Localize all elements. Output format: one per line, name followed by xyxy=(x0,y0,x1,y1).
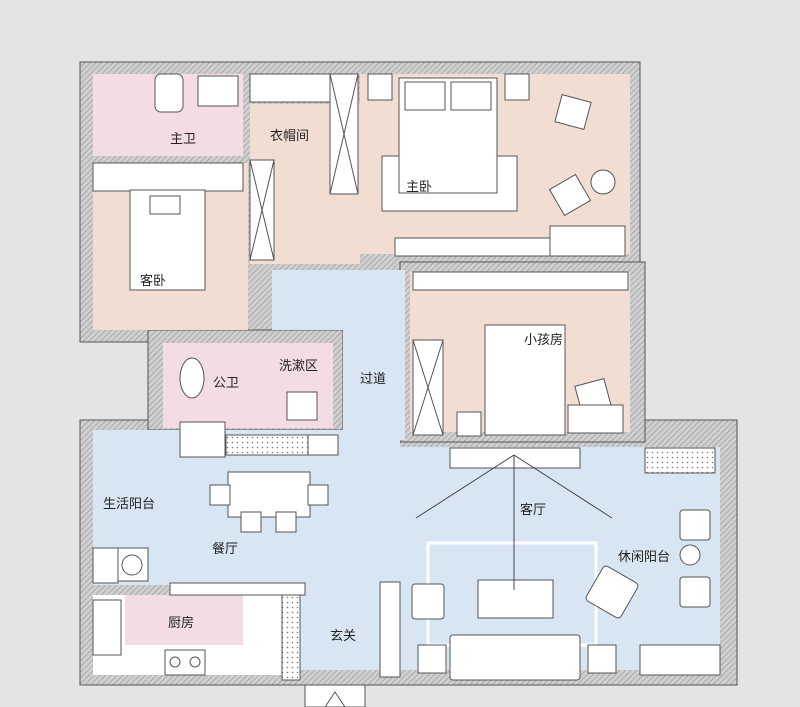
side-table-icon xyxy=(590,169,616,195)
furniture xyxy=(92,73,721,681)
room-label-wash-area: 洗漱区 xyxy=(279,359,319,374)
room-label-guest-bedroom: 客卧 xyxy=(140,274,167,289)
hallway-floor xyxy=(272,270,405,440)
bathtub-icon xyxy=(179,357,205,399)
chair-icon xyxy=(240,511,262,533)
room-label-kitchen: 厨房 xyxy=(168,616,195,631)
room-label-kids-room: 小孩房 xyxy=(524,333,564,348)
tv-sightlines xyxy=(415,454,613,590)
sink-icon xyxy=(197,75,239,107)
side-table-icon xyxy=(417,644,447,674)
room-label-public-bath: 公卫 xyxy=(213,376,240,391)
room-label-living-room: 客厅 xyxy=(520,503,547,518)
side-table-icon xyxy=(587,644,617,674)
nightstand-icon xyxy=(367,73,393,101)
coffee-table-icon xyxy=(477,579,554,619)
nightstand-icon xyxy=(504,73,530,101)
nightstand-icon xyxy=(456,411,482,437)
entrance-door xyxy=(304,684,366,707)
sofa-icon xyxy=(449,634,581,681)
room-label-master-bath: 主卫 xyxy=(170,132,197,147)
chair-icon xyxy=(307,484,329,506)
room-label-dining-room: 餐厅 xyxy=(212,542,239,557)
room-label-utility-balcony: 生活阳台 xyxy=(103,497,156,512)
side-table-icon xyxy=(679,544,701,566)
sink-icon xyxy=(92,599,122,656)
washing-machine-icon xyxy=(179,421,226,458)
armchair-icon xyxy=(554,93,592,131)
sink-icon xyxy=(286,391,318,421)
dining-table-icon xyxy=(227,471,311,518)
room-label-master-bedroom: 主卧 xyxy=(406,180,433,195)
chair-icon xyxy=(679,509,711,541)
armchair-icon xyxy=(585,565,639,619)
chair-icon xyxy=(209,484,231,506)
room-label-leisure-balcony: 休闲阳台 xyxy=(618,550,671,565)
room-label-hallway: 过道 xyxy=(360,372,387,387)
room-label-entrance: 玄关 xyxy=(330,629,357,644)
chair-icon xyxy=(679,576,711,608)
planter-icon xyxy=(644,447,716,474)
kids-bed-icon xyxy=(484,324,566,436)
chair-icon xyxy=(275,511,297,533)
room-label-walk-in-closet: 衣帽间 xyxy=(270,129,310,144)
toilet-icon xyxy=(154,73,184,113)
kitchen-island xyxy=(125,595,243,645)
tv-cabinet-icon xyxy=(449,447,581,469)
armchair-icon xyxy=(548,173,592,217)
armchair-icon xyxy=(411,583,445,620)
